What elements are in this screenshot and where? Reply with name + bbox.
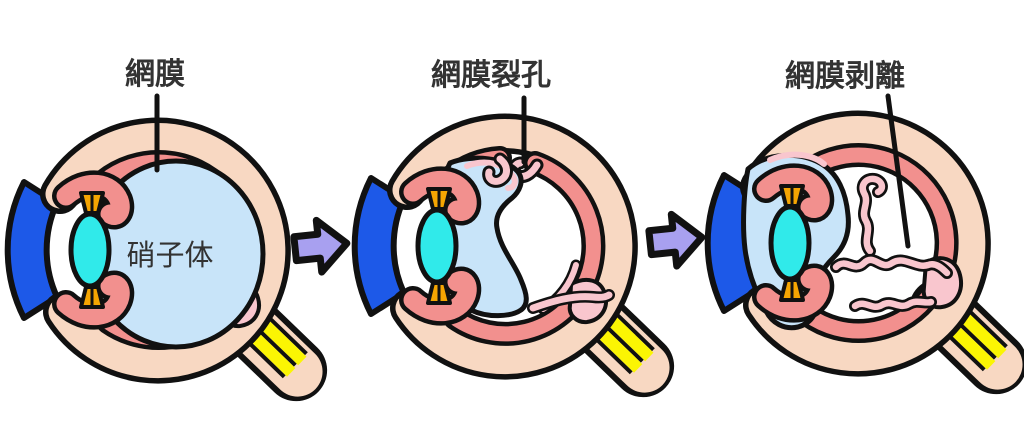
detachment-pointer-line — [885, 93, 911, 249]
right-arrow-icon — [645, 210, 706, 270]
label-retina: 網膜 — [125, 57, 185, 92]
detached-retina-lower — [851, 298, 935, 310]
retina-bottom-lining — [529, 291, 613, 312]
progression-arrow-1 — [290, 216, 351, 276]
label-vitreous-body: 硝子体 — [126, 238, 213, 272]
detached-retina-upper — [832, 256, 951, 277]
choroid — [796, 147, 955, 339]
retina-flap-on-vitreous — [464, 159, 518, 191]
retina-flap-left — [485, 155, 510, 185]
panel-normal-eye — [8, 93, 311, 381]
label-retinal-detachment: 網膜剥離 — [785, 59, 905, 94]
retina-lining-on-vitreous — [767, 151, 827, 167]
label-retinal-tear: 網膜裂孔 — [431, 58, 551, 93]
panel-retinal-detachment-eye — [708, 93, 1011, 374]
detached-retina-branch — [859, 175, 886, 255]
right-arrow-icon — [290, 216, 351, 276]
panel-retinal-tear-eye — [355, 95, 658, 377]
progression-arrow-2 — [645, 210, 706, 270]
